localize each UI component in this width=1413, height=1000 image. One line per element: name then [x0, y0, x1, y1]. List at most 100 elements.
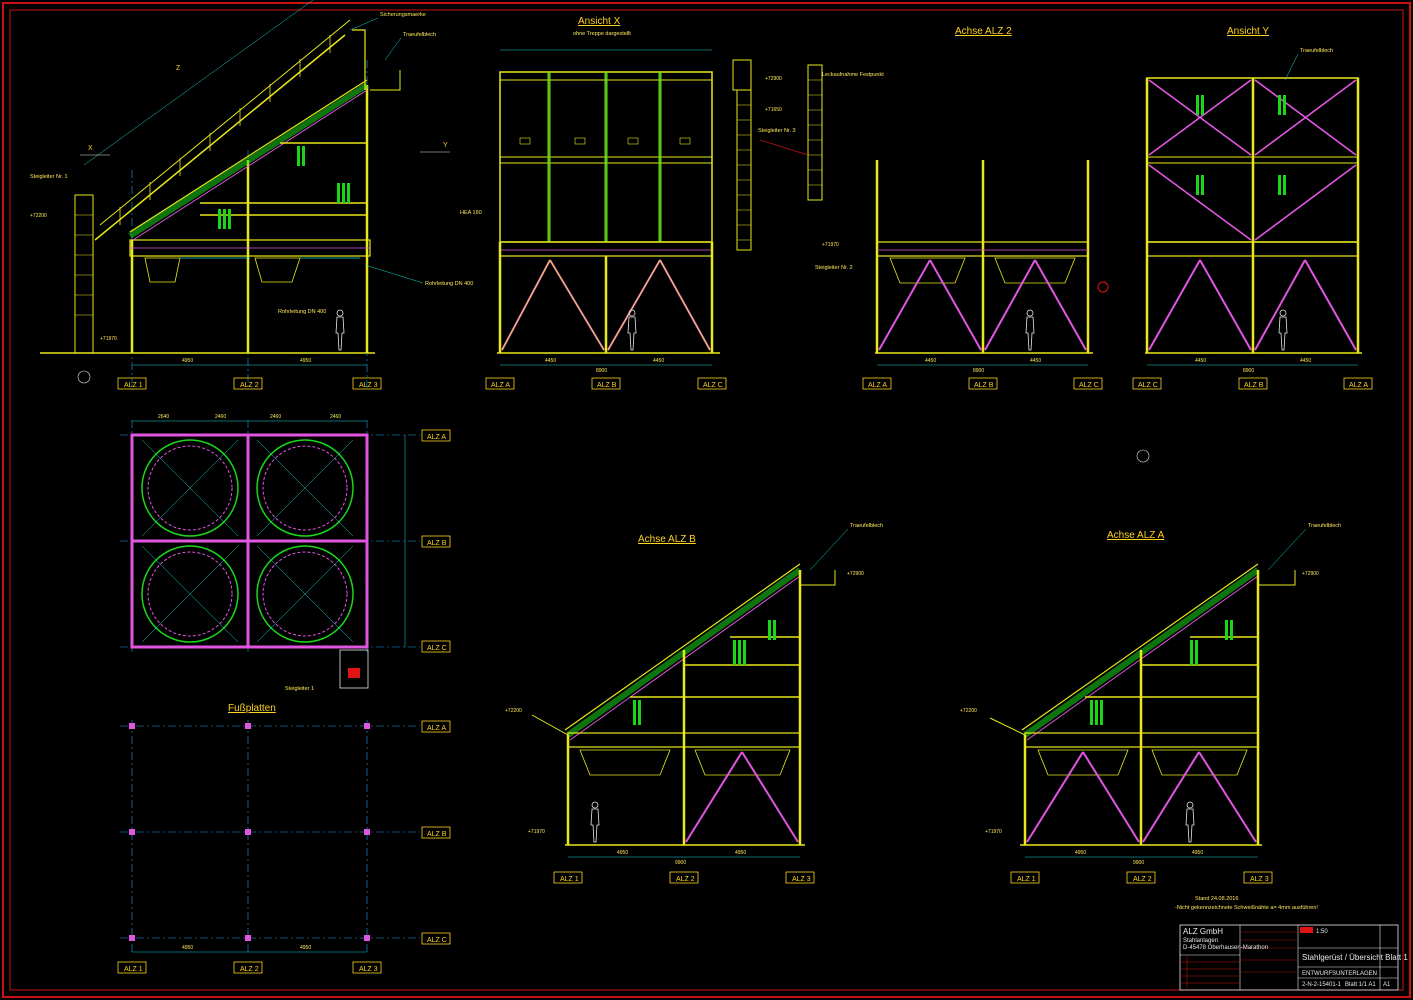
axis-tag: ALZ C — [1073, 377, 1103, 390]
level-label: +72200 — [30, 213, 47, 219]
svg-text:ALZ C: ALZ C — [1138, 382, 1158, 389]
axis-tag: ALZ 3 — [785, 871, 815, 884]
callout-steigleiter-3: Steigleiter Nr. 3 — [758, 128, 796, 134]
side-view-with-stair: 4950 4950 +72200 +71970 Sicherungsmaerke… — [30, 0, 473, 390]
view-title-achse-alza: Achse ALZ A — [1107, 530, 1165, 541]
svg-text:ALZ B: ALZ B — [597, 382, 617, 389]
dim-text: 4950 — [182, 945, 193, 951]
view-fussplatten: Fußplatten 4950 4950 ALZ A ALZ B ALZ C A… — [117, 703, 451, 974]
callout-rohrleitung-2: Rohrleitung DN 400 — [278, 309, 326, 315]
callout-rohrleitung-1: Rohrleitung DN 400 — [425, 281, 473, 287]
view-ansicht-y: Ansicht Y — [1132, 26, 1373, 390]
axis-tag: ALZ 1 — [553, 871, 583, 884]
level-label: +72200 — [960, 708, 977, 714]
svg-text:ALZ C: ALZ C — [427, 645, 447, 652]
svg-text:ALZ A: ALZ A — [427, 434, 446, 441]
view-marker-y: Y — [443, 142, 448, 149]
svg-text:ALZ 2: ALZ 2 — [240, 966, 259, 973]
svg-text:ALZ B: ALZ B — [427, 831, 447, 838]
human-figure-icon — [1025, 309, 1035, 351]
dim-text: 2640 — [158, 414, 169, 420]
dim-text: 4950 — [617, 850, 628, 856]
svg-text:ALZ 1: ALZ 1 — [1017, 876, 1036, 883]
level-label: +72200 — [505, 708, 522, 714]
axis-tag: ALZ 2 — [1126, 871, 1156, 884]
level-label: +72900 — [765, 76, 782, 82]
human-figure-icon — [1185, 801, 1195, 843]
axis-tag: ALZ C — [421, 640, 451, 653]
axis-tag: ALZ 2 — [233, 961, 263, 974]
dim-text: 4450 — [545, 358, 556, 364]
axis-tag: ALZ B — [968, 377, 998, 390]
callout-steigleiter-1b: Steigleiter 1 — [285, 686, 314, 692]
svg-text:ALZ A: ALZ A — [491, 382, 510, 389]
callout-sicherung: Sicherungsmaerke — [380, 12, 426, 18]
note-text: -Nicht gekennzeichnete Schweißnähte a= 4… — [1175, 905, 1318, 911]
axis-tag: ALZ C — [1132, 377, 1162, 390]
axis-tag: ALZ 2 — [669, 871, 699, 884]
svg-text:ALZ 3: ALZ 3 — [359, 382, 378, 389]
dim-text: 4450 — [1030, 358, 1041, 364]
view-title-ansicht-y: Ansicht Y — [1227, 26, 1269, 37]
axis-tag: ALZ C — [421, 932, 451, 945]
callout-traeufelblech-a: Traeufelblech — [1308, 523, 1341, 529]
svg-text:ALZ 2: ALZ 2 — [240, 382, 259, 389]
svg-text:ALZ C: ALZ C — [1079, 382, 1099, 389]
axis-tag: ALZ B — [1238, 377, 1268, 390]
plan-view: Steigleiter 1 2640 2460 2460 2460 ALZ A … — [120, 414, 451, 692]
axis-tag: ALZ 1 — [117, 377, 147, 390]
dim-text: 2460 — [270, 414, 281, 420]
title-block-company-sub1: Stahlanlagen — [1183, 938, 1218, 944]
svg-text:ALZ 2: ALZ 2 — [1133, 876, 1152, 883]
dim-text: 8900 — [973, 368, 984, 374]
dim-text: 4950 — [1075, 850, 1086, 856]
title-block-drawing-title: Stahlgerüst / Übersicht Blatt 1 — [1302, 953, 1408, 962]
callout-traeufelblech-y: Traeufelblech — [1300, 48, 1333, 54]
human-figure-icon — [1278, 309, 1288, 351]
dim-text: 8900 — [596, 368, 607, 374]
dim-text: 8900 — [1243, 368, 1254, 374]
human-figure-icon — [627, 309, 637, 351]
axis-tag: ALZ 3 — [352, 961, 382, 974]
view-subtitle: ohne Treppe dargestellt — [573, 31, 631, 37]
level-label: +71970 — [985, 829, 1002, 835]
svg-text:ALZ 1: ALZ 1 — [124, 382, 143, 389]
callout-steigleiter-1: Steigleiter Nr. 1 — [30, 174, 68, 180]
svg-text:ALZ B: ALZ B — [974, 382, 994, 389]
dim-text: 4450 — [653, 358, 664, 364]
svg-text:ALZ A: ALZ A — [427, 725, 446, 732]
title-block-scale: 1:50 — [1316, 929, 1328, 935]
axis-tag: ALZ B — [421, 535, 451, 548]
view-marker-x: X — [88, 145, 93, 152]
view-title-ansicht-x: Ansicht X — [578, 16, 621, 27]
axis-tag: ALZ B — [591, 377, 621, 390]
dim-text: 9900 — [675, 860, 686, 866]
callout-steigleiter-2: Steigleiter Nr. 2 — [815, 265, 853, 271]
level-label: +71970 — [822, 242, 839, 248]
svg-text:ALZ B: ALZ B — [1244, 382, 1264, 389]
dim-text: 4950 — [300, 945, 311, 951]
dim-text: 4450 — [1195, 358, 1206, 364]
human-figure-icon — [335, 309, 345, 351]
svg-text:ALZ A: ALZ A — [868, 382, 887, 389]
axis-tag: ALZ A — [421, 720, 451, 733]
svg-text:ALZ 3: ALZ 3 — [792, 876, 811, 883]
view-achse-alza: Achse ALZ A Traeu — [960, 523, 1341, 884]
level-label: +71970 — [100, 336, 117, 342]
level-label: +72900 — [1302, 571, 1319, 577]
svg-text:ALZ 3: ALZ 3 — [1250, 876, 1269, 883]
axis-tag: ALZ A — [1343, 377, 1373, 390]
view-marker-z: Z — [176, 65, 181, 72]
human-figure-icon — [590, 801, 600, 843]
view-title-achse-alz2: Achse ALZ 2 — [955, 26, 1012, 37]
level-label: +71650 — [765, 107, 782, 113]
view-title-fussplatten: Fußplatten — [228, 703, 276, 714]
svg-text:ALZ C: ALZ C — [427, 937, 447, 944]
dim-text: 2460 — [215, 414, 226, 420]
dim-text: 4950 — [300, 358, 311, 364]
axis-tag: ALZ 3 — [352, 377, 382, 390]
svg-text:ALZ 3: ALZ 3 — [359, 966, 378, 973]
view-title-achse-alzb: Achse ALZ B — [638, 534, 696, 545]
title-block-project: ENTWURFSUNTERLAGEN — [1302, 971, 1377, 977]
